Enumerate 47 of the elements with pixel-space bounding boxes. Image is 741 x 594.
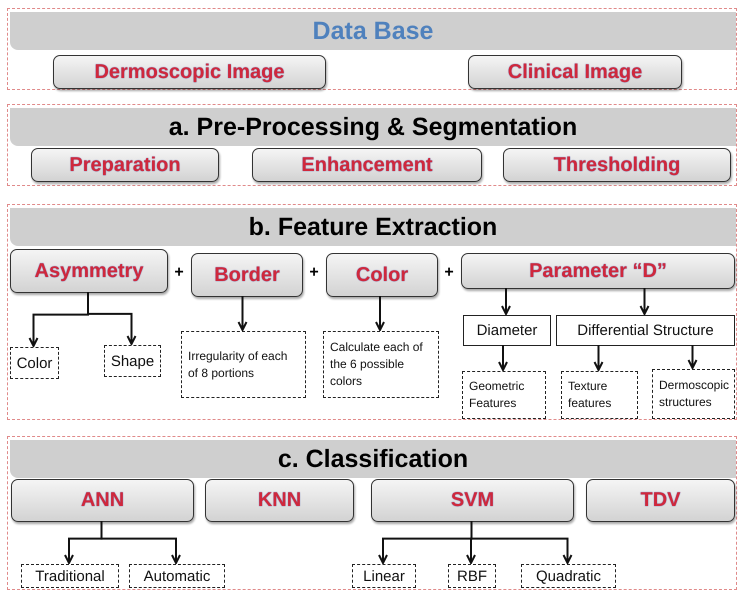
section-panel <box>7 436 737 590</box>
arrow <box>688 345 698 369</box>
section-title: b. Feature Extraction <box>248 212 498 242</box>
arrow <box>238 296 248 331</box>
detail-box: Calculate each of the 6 possible colors <box>323 331 439 398</box>
arrow <box>470 521 572 564</box>
section-title: Data Base <box>312 16 434 46</box>
plus-sign: + <box>443 264 455 282</box>
method-box: KNN <box>205 479 354 522</box>
section-panel <box>7 204 737 420</box>
plus-sign: + <box>308 264 320 282</box>
arrow <box>640 288 650 315</box>
arrow <box>498 345 508 371</box>
method-box: Border <box>191 253 303 297</box>
detail-box: Shape <box>104 345 161 377</box>
detail-box: Geometric Features <box>462 371 546 419</box>
detail-box: Color <box>10 347 59 379</box>
method-box: Thresholding <box>503 148 731 182</box>
detail-box: Traditional <box>21 564 119 588</box>
method-box: Preparation <box>31 148 219 182</box>
arrow <box>594 345 604 371</box>
method-box: Parameter “D” <box>461 253 735 289</box>
detail-box: RBF <box>448 564 496 588</box>
method-box: ANN <box>11 479 194 522</box>
detail-box: Irregularity of each of 8 portions <box>181 331 306 398</box>
plus-sign: + <box>173 264 185 282</box>
method-box: Dermoscopic Image <box>53 55 326 89</box>
section-title: a. Pre-Processing & Segmentation <box>168 112 578 142</box>
method-box: TDV <box>586 479 735 522</box>
arrow <box>87 292 136 345</box>
category-box: Diameter <box>463 315 551 346</box>
method-box: Clinical Image <box>468 55 682 89</box>
section-panel <box>7 104 737 186</box>
detail-box: Dermoscopic structures <box>652 369 735 419</box>
detail-box: Automatic <box>129 564 225 588</box>
section-title: c. Classification <box>278 444 468 474</box>
detail-box: Quadratic <box>521 564 616 588</box>
method-box: SVM <box>371 479 574 522</box>
detail-box: Texture features <box>561 371 638 419</box>
arrow <box>501 288 511 315</box>
method-box: Enhancement <box>252 148 482 182</box>
category-box: Differential Structure <box>556 315 735 346</box>
section-panel <box>7 8 737 90</box>
detail-box: Linear <box>352 564 416 588</box>
method-box: Asymmetry <box>10 249 168 293</box>
arrow <box>375 296 385 331</box>
method-box: Color <box>326 253 438 297</box>
